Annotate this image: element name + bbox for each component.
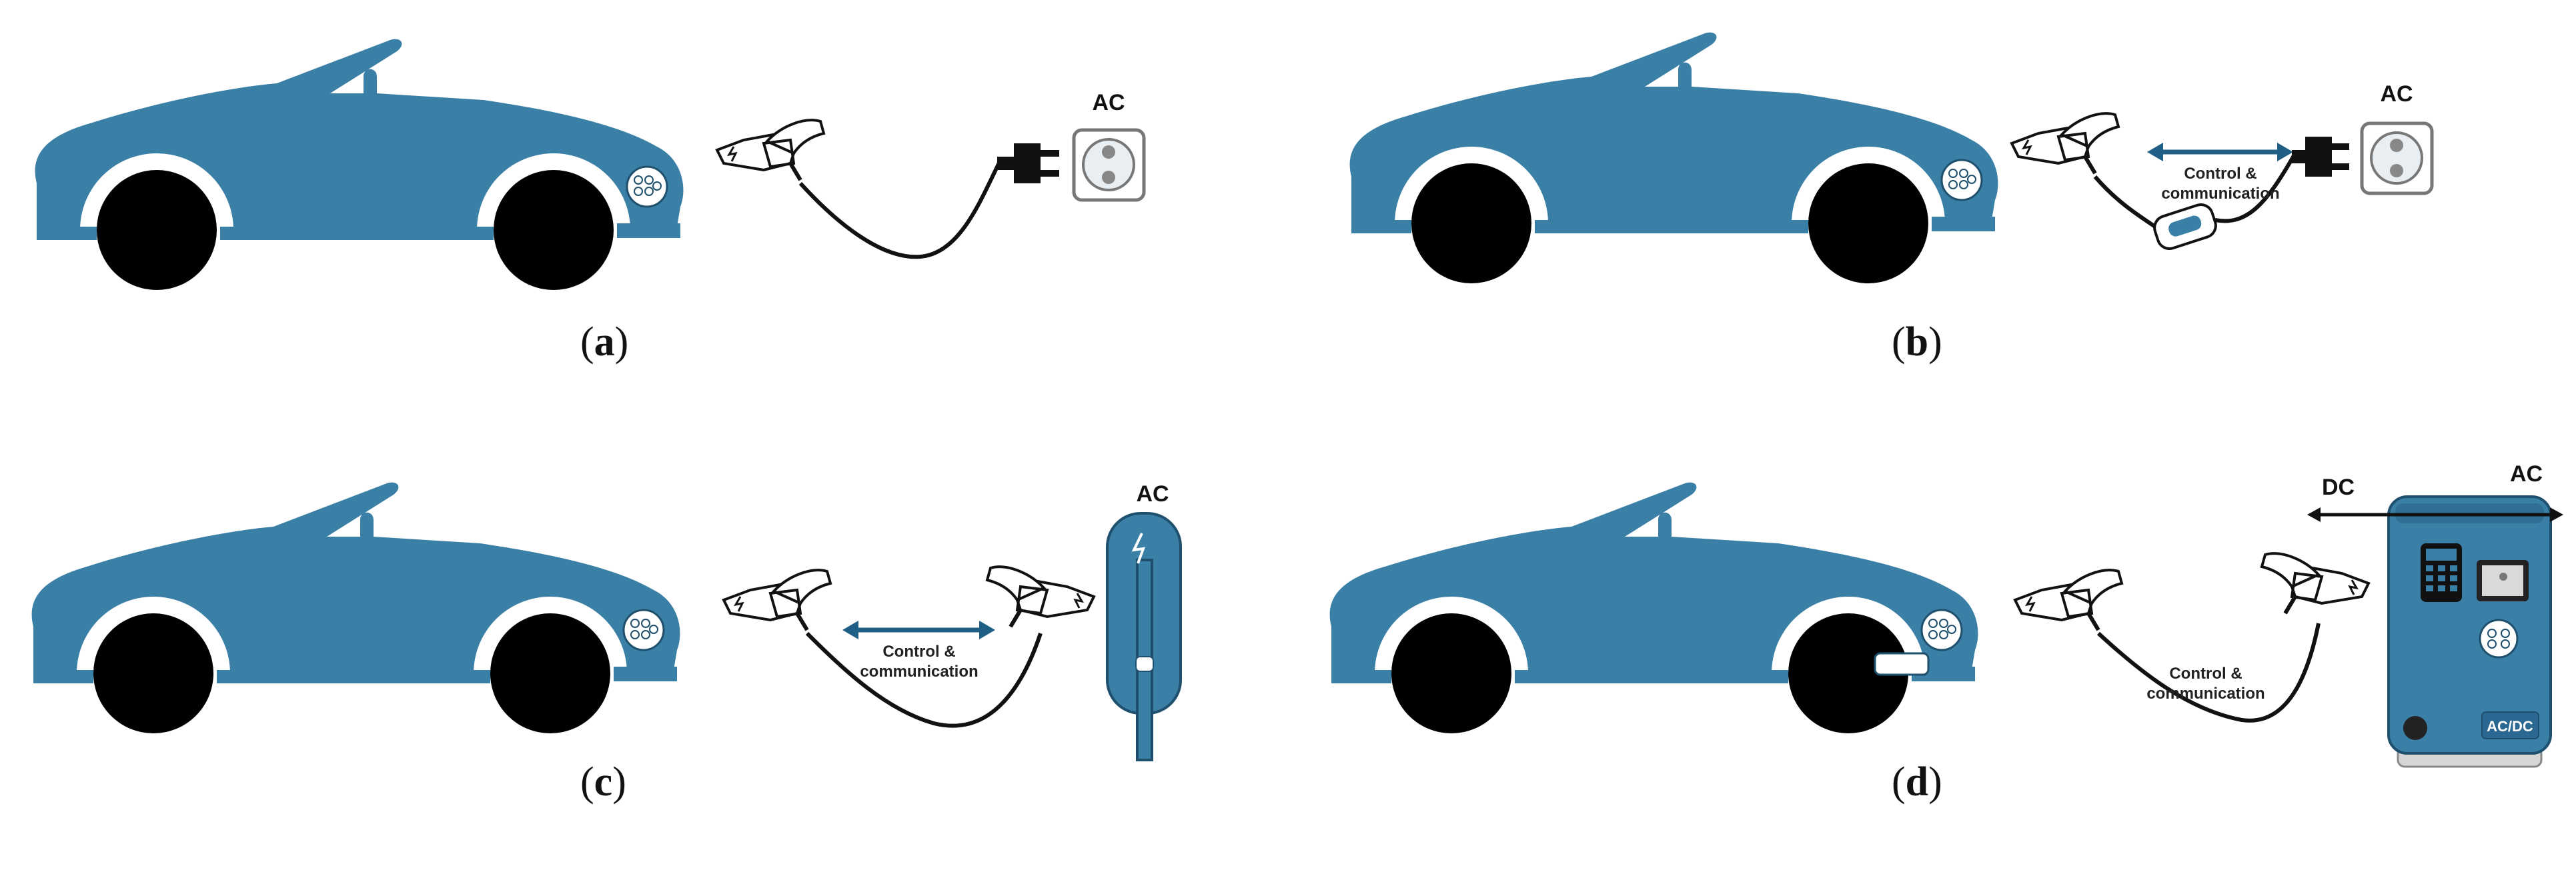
panel-d: Control & communication AC/DC <box>1288 440 2576 880</box>
ac-label: AC <box>1092 90 1125 115</box>
dc-ac-arrow <box>2307 507 2563 522</box>
panel-a-diagram: AC <box>34 38 1146 308</box>
comm-label-line1: Control & <box>882 643 955 661</box>
charging-plug-icon <box>717 120 824 180</box>
household-plug-icon <box>997 143 1059 183</box>
car-icon <box>1349 31 1999 301</box>
wallbox-charger-icon <box>1106 512 1182 761</box>
charging-cable-2 <box>2214 152 2297 223</box>
car-icon <box>31 481 681 751</box>
comm-arrow <box>2147 143 2293 161</box>
dc-fast-charger-icon <box>2387 495 2552 768</box>
caption-a: (a) <box>580 319 629 365</box>
vehicle-side-plug-icon <box>2015 570 2122 630</box>
comm-label-line2: communication <box>2161 185 2279 203</box>
panel-c: Control & communication AC (c) <box>0 440 1288 880</box>
dc-inlet-icon <box>1874 652 1930 676</box>
ac-label: AC <box>1136 481 1169 507</box>
charging-cable <box>798 159 1003 259</box>
panel-c-diagram: Control & communication AC <box>31 481 1182 761</box>
panel-d-diagram: Control & communication AC/DC <box>1329 461 2563 768</box>
panel-b-diagram: Control & communication AC <box>1349 31 2434 301</box>
ac-label: AC <box>2380 81 2413 107</box>
charging-cable <box>2093 175 2156 229</box>
comm-label-line1: Control & <box>2169 665 2242 683</box>
charging-plug-icon <box>2012 113 2118 173</box>
panel-a: AC (a) <box>0 0 1288 440</box>
car-icon <box>1329 481 1979 751</box>
charging-cable <box>2096 623 2321 723</box>
charging-cable <box>805 631 1043 728</box>
wallbox-side-plug-icon <box>987 567 1094 627</box>
wall-socket-icon <box>1072 128 1146 202</box>
wall-socket-icon <box>2360 121 2434 195</box>
ac-label: AC <box>2510 461 2543 487</box>
panel-b: Control & communication AC (b) <box>1288 0 2576 440</box>
comm-label-line1: Control & <box>2184 165 2257 183</box>
caption-b: (b) <box>1892 319 1942 365</box>
in-cable-control-box-icon <box>2153 203 2217 251</box>
caption-c: (c) <box>580 759 626 805</box>
charger-badge-label: AC/DC <box>2487 718 2533 735</box>
dc-label: DC <box>2322 475 2355 500</box>
comm-label-line2: communication <box>2146 685 2265 703</box>
car-icon <box>34 38 684 308</box>
caption-d: (d) <box>1892 759 1942 805</box>
comm-arrow <box>842 621 995 639</box>
charger-side-plug-icon <box>2262 553 2369 613</box>
household-plug-icon <box>2292 137 2349 177</box>
vehicle-side-plug-icon <box>724 570 830 630</box>
comm-label-line2: communication <box>860 663 978 681</box>
